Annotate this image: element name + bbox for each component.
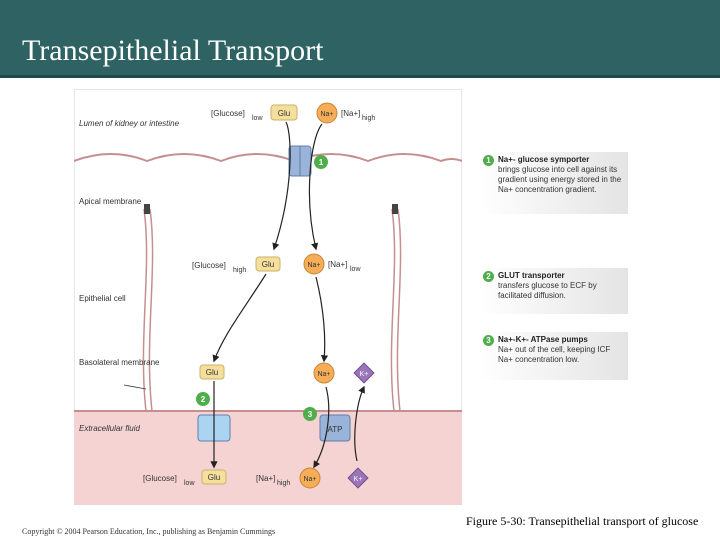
na-ion-top bbox=[316, 102, 338, 124]
glu-label-bottom: Glu bbox=[208, 473, 220, 482]
k-label-ecf: K+ bbox=[354, 476, 363, 483]
callout-2-title: GLUT transporter bbox=[498, 271, 565, 280]
na-ion-mid bbox=[303, 253, 325, 275]
na-label-pump: Na+ bbox=[317, 371, 330, 378]
na-entry-arrow bbox=[308, 123, 323, 251]
badge-3 bbox=[303, 407, 317, 421]
figure-caption: Figure 5-30: Transepithelial transport o… bbox=[466, 514, 699, 528]
top-na-sub: high bbox=[362, 115, 375, 122]
callout-1-body: brings glucose into cell against its gra… bbox=[498, 165, 622, 194]
cell-border-right-2 bbox=[396, 208, 402, 412]
na-exit-arrow bbox=[313, 386, 330, 469]
na-to-pump-arrow bbox=[315, 276, 329, 363]
bot-glucose-sub: low bbox=[184, 480, 195, 487]
cell-border-right bbox=[390, 208, 396, 412]
glu-molecule-bottom bbox=[201, 469, 227, 485]
tight-junction-right bbox=[392, 204, 398, 214]
cell-border-left-2 bbox=[148, 208, 154, 412]
badge-3-text: 3 bbox=[308, 410, 313, 419]
mid-na-sub: low bbox=[350, 266, 361, 273]
callout-2-badge: 2 bbox=[483, 271, 494, 282]
k-ion-ecf bbox=[347, 467, 369, 489]
bot-glucose-label: [Glucose] bbox=[143, 474, 177, 483]
callout-3-title: Na+-K+- ATPase pumps bbox=[498, 335, 588, 344]
bot-na-sub: high bbox=[277, 480, 290, 487]
glu-label-mid: Glu bbox=[262, 260, 274, 269]
mid-glucose-sub: high bbox=[233, 267, 246, 274]
apical-label: Apical membrane bbox=[79, 197, 142, 206]
callout-3: 3 Na+-K+- ATPase pumps Na+ out of the ce… bbox=[480, 332, 628, 380]
callout-1-badge: 1 bbox=[483, 155, 494, 166]
top-glucose-sub: low bbox=[252, 115, 263, 122]
glu-molecule-top bbox=[270, 104, 298, 121]
tight-junction-left bbox=[144, 204, 150, 214]
basolateral-label: Basolateral membrane bbox=[79, 358, 160, 367]
na-k-atpase-pump bbox=[319, 414, 351, 442]
mid-na-label: [Na+] bbox=[328, 260, 347, 269]
na-label-bottom: Na+ bbox=[303, 476, 316, 483]
na-ion-bottom bbox=[299, 467, 321, 489]
na-label-mid: Na+ bbox=[307, 262, 320, 269]
callout-2: 2 GLUT transporter transfers glucose to … bbox=[480, 268, 628, 314]
glu-label-glut: Glu bbox=[206, 368, 218, 377]
atp-label: ATP bbox=[328, 425, 343, 434]
badge-1 bbox=[314, 155, 328, 169]
basolateral-leader bbox=[123, 384, 147, 390]
callout-1: 1 Na+- glucose symporter brings glucose … bbox=[480, 152, 628, 214]
slide-title: Transepithelial Transport bbox=[22, 34, 324, 67]
badge-2-text: 2 bbox=[201, 395, 206, 404]
epithelial-label: Epithelial cell bbox=[79, 294, 126, 303]
na-label-top: Na+ bbox=[320, 111, 333, 118]
top-na-label: [Na+] bbox=[341, 109, 360, 118]
ecf-region bbox=[74, 411, 462, 505]
callout-3-body: Na+ out of the cell, keeping ICF Na+ con… bbox=[498, 345, 611, 364]
glu-molecule-mid bbox=[255, 256, 281, 272]
badge-2 bbox=[196, 392, 210, 406]
badge-1-text: 1 bbox=[319, 158, 324, 167]
cell-border-left bbox=[142, 208, 148, 412]
slide-header: Transepithelial Transport bbox=[0, 0, 720, 78]
glu-label-top: Glu bbox=[278, 109, 290, 118]
top-glucose-label: [Glucose] bbox=[211, 109, 245, 118]
callout-2-body: transfers glucose to ECF by facilitated … bbox=[498, 281, 597, 300]
glucose-to-glut-arrow bbox=[212, 273, 267, 363]
k-label-inside: K+ bbox=[360, 371, 369, 378]
lumen-label: Lumen of kidney or intestine bbox=[79, 119, 180, 128]
callout-1-title: Na+- glucose symporter bbox=[498, 155, 590, 164]
k-entry-arrow bbox=[354, 385, 365, 462]
ecf-label: Extracellular fluid bbox=[79, 424, 140, 433]
glucose-entry-arrow bbox=[272, 121, 291, 251]
na-ion-pump bbox=[313, 362, 335, 384]
callout-3-badge: 3 bbox=[483, 335, 494, 346]
k-ion-inside bbox=[353, 362, 375, 384]
glu-molecule-glut bbox=[199, 364, 225, 380]
copyright-text: Copyright © 2004 Pearson Education, Inc.… bbox=[22, 527, 276, 536]
transport-diagram: Lumen of kidney or intestine Apical memb… bbox=[73, 88, 463, 506]
mid-glucose-label: [Glucose] bbox=[192, 261, 226, 270]
bot-na-label: [Na+] bbox=[256, 474, 275, 483]
